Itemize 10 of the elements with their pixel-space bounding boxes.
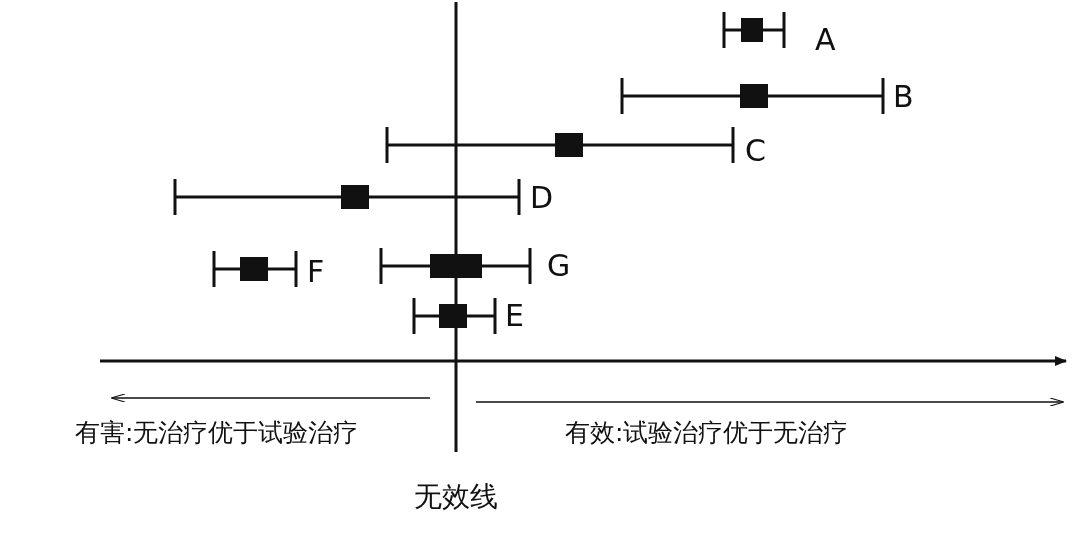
axis-label: 无效线 — [414, 483, 498, 511]
study-label: A — [815, 25, 836, 55]
study-label: F — [307, 257, 325, 287]
study-label: B — [893, 82, 914, 112]
direction-label: 有效:试验治疗优于无治疗 — [565, 419, 849, 445]
study-label: C — [745, 136, 766, 166]
study-label: D — [530, 183, 554, 213]
study-label: G — [547, 251, 571, 281]
study-label: E — [505, 301, 524, 331]
direction-label: 有害:无治疗优于试验治疗 — [75, 419, 359, 445]
